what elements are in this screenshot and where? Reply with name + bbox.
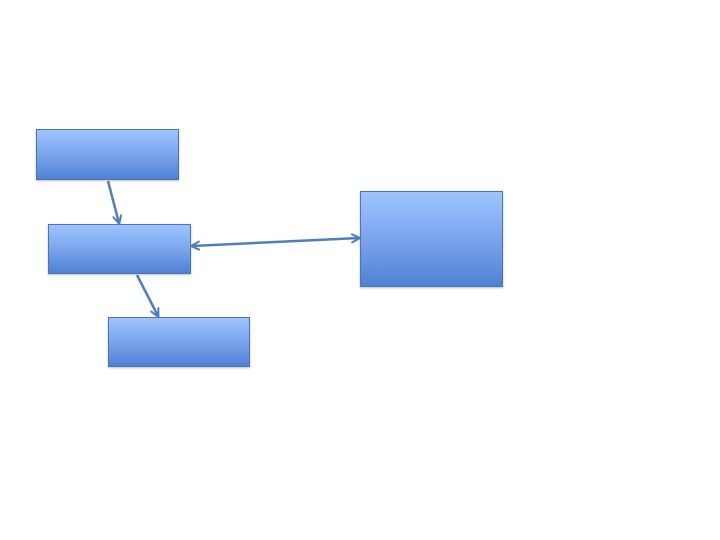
connector-middle-to-bottom[interactable]: [135, 274, 160, 318]
connector-top-to-middle[interactable]: [106, 180, 123, 225]
flow-box-right[interactable]: [360, 191, 503, 287]
connector-middle-right-bidirectional[interactable]: [190, 233, 361, 251]
flow-box-top[interactable]: [36, 129, 179, 180]
flow-box-middle[interactable]: [48, 224, 191, 274]
flow-box-bottom[interactable]: [108, 317, 250, 367]
